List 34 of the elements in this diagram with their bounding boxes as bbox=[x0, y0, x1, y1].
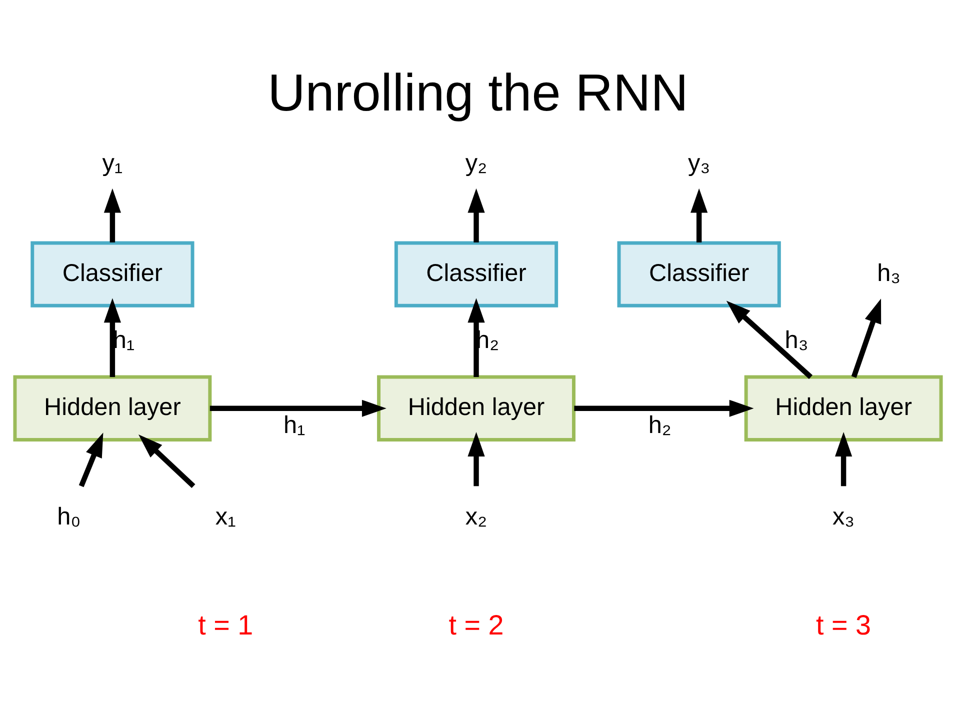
node-text: x₃ bbox=[832, 502, 855, 530]
node-box: Classifier bbox=[30, 240, 194, 307]
arrow bbox=[835, 432, 852, 486]
node-box: Hidden layer bbox=[744, 374, 943, 441]
arrow bbox=[138, 434, 196, 488]
node-text: h₀ bbox=[57, 502, 81, 530]
label: t = 3 bbox=[816, 608, 872, 640]
node-text: x₁ bbox=[215, 502, 236, 530]
node-box: Hidden layer bbox=[377, 374, 576, 441]
node-text: h₃ bbox=[877, 259, 901, 286]
node-box: Hidden layer bbox=[13, 374, 212, 441]
node-box: Classifier bbox=[394, 240, 558, 307]
arrow bbox=[78, 432, 104, 487]
diagram-title: Unrolling the RNN bbox=[268, 64, 688, 122]
arrow bbox=[104, 298, 121, 376]
node-text: y₃ bbox=[688, 150, 710, 177]
label: t = 2 bbox=[448, 608, 504, 640]
edge-label: h₃ bbox=[784, 326, 808, 354]
arrow bbox=[851, 298, 882, 378]
arrow bbox=[690, 188, 708, 242]
label: t = 1 bbox=[198, 608, 254, 640]
arrow bbox=[468, 298, 485, 376]
arrow bbox=[468, 432, 485, 486]
arrow bbox=[726, 300, 813, 378]
node-text: y₁ bbox=[102, 150, 123, 177]
arrow bbox=[210, 399, 386, 416]
edge-label: h₁ bbox=[283, 412, 306, 439]
edge-label: h₂ bbox=[648, 412, 672, 439]
arrow bbox=[574, 399, 754, 416]
node-text: y₂ bbox=[465, 150, 488, 177]
arrow bbox=[468, 188, 485, 242]
node-box: Classifier bbox=[617, 240, 781, 307]
arrow bbox=[104, 188, 121, 242]
node-text: x₂ bbox=[465, 502, 488, 530]
